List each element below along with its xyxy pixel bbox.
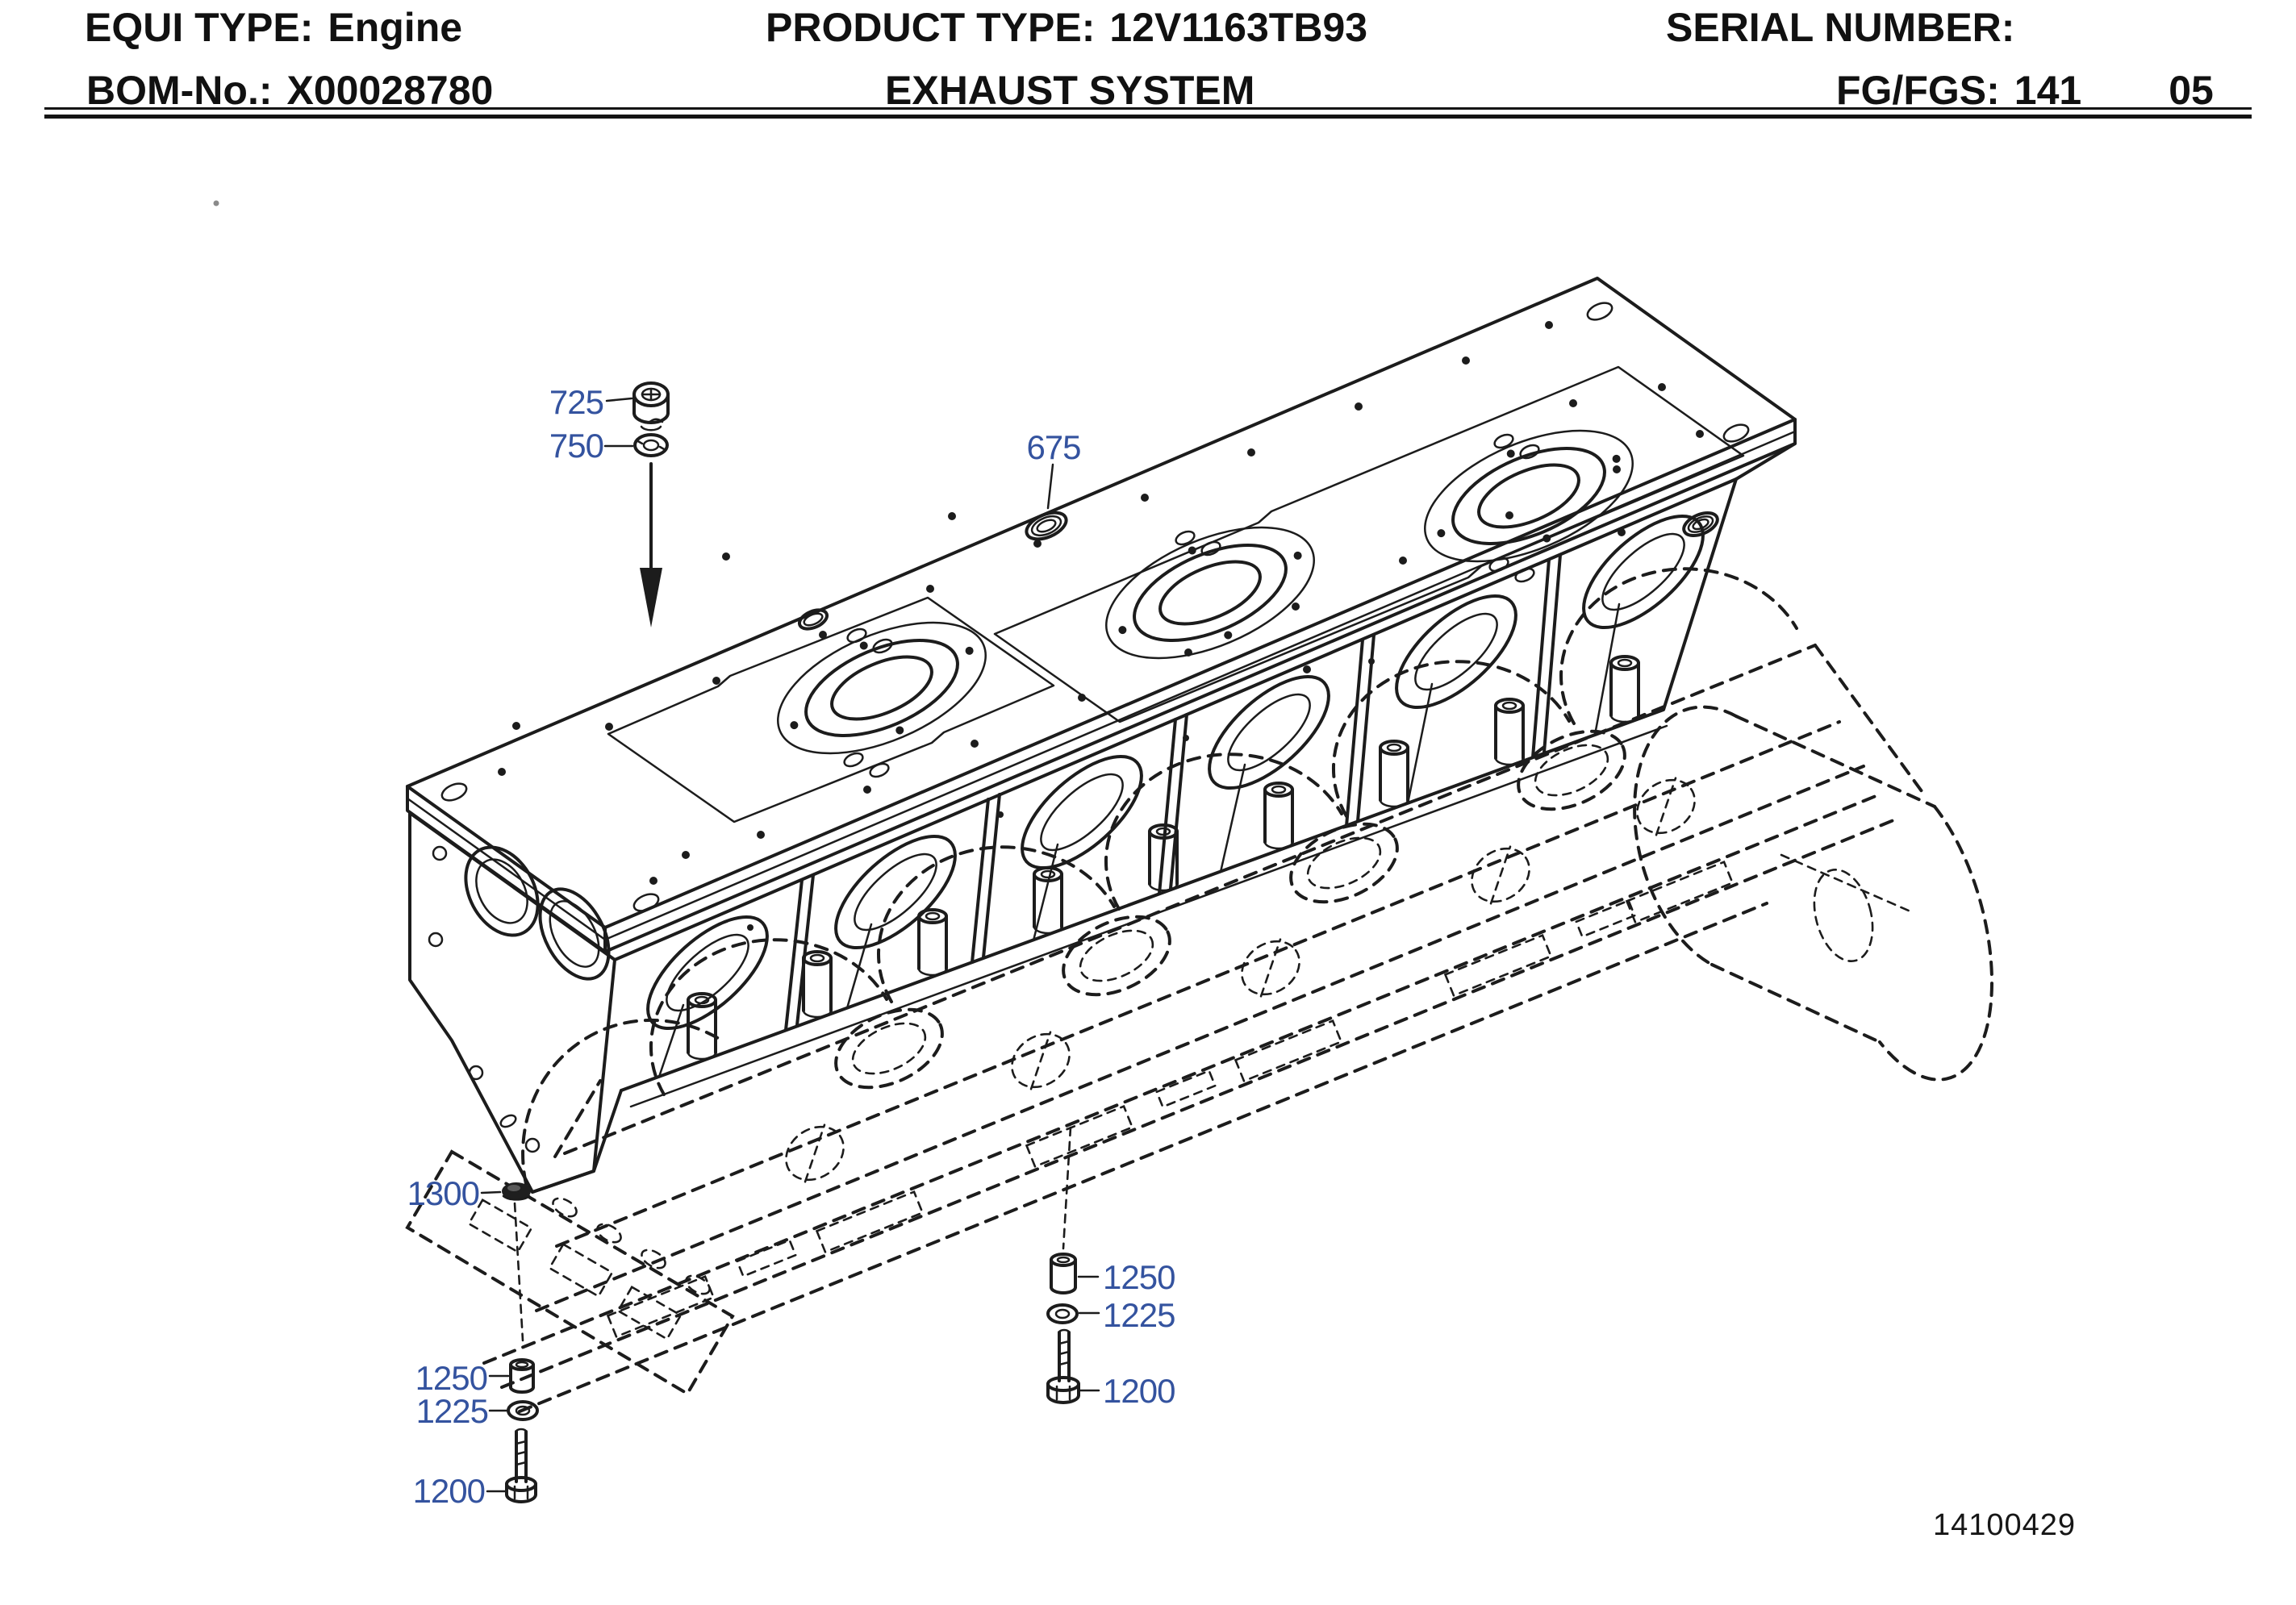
drawing-number: 14100429 [1933, 1508, 2077, 1542]
callout-1250-mid[interactable]: 1250 [1103, 1258, 1175, 1296]
equi-type: EQUI TYPE: Engine [85, 6, 462, 49]
fg-fgs-value: 141 [2014, 68, 2082, 113]
system-title: EXHAUST SYSTEM [885, 68, 1255, 113]
page-speck [213, 200, 219, 206]
callout-1200-mid[interactable]: 1200 [1103, 1372, 1175, 1410]
plug-part-725 [632, 381, 670, 431]
product-type: PRODUCT TYPE: 12V1163TB93 [766, 6, 1367, 49]
product-type-value: 12V1163TB93 [1109, 5, 1368, 50]
callout-725[interactable]: 725 [549, 383, 604, 421]
seal-ring-part-750 [633, 433, 669, 457]
header-divider-thin [44, 107, 2252, 110]
rail-mount-pads [606, 860, 1735, 1339]
header-divider-thick [44, 115, 2252, 119]
bom-number-label: BOM-No.: [86, 68, 273, 113]
serial-number-label: SERIAL NUMBER: [1666, 5, 2015, 50]
spacer-part-1250-mid [1050, 1253, 1077, 1294]
callout-1200-left[interactable]: 1200 [412, 1472, 486, 1510]
callout-1250-left[interactable]: 1250 [415, 1359, 488, 1397]
insert-arrow [640, 462, 662, 627]
mid-leader-dashed [1062, 1126, 1072, 1250]
callout-1300[interactable]: 1300 [407, 1174, 480, 1212]
bom-number-value: X00028780 [286, 68, 494, 113]
serial-number: SERIAL NUMBER: [1666, 6, 2029, 49]
callout-1225-left[interactable]: 1225 [415, 1392, 489, 1430]
spacer-part-1250-left [509, 1358, 535, 1394]
bom-number: BOM-No.: X00028780 [86, 69, 493, 112]
fg-fgs-label: FG/FGS: [1836, 68, 2000, 113]
cap-leader-dashed [513, 1202, 524, 1342]
sheet-number: 05 [2169, 68, 2214, 113]
bolt-part-1200-mid [1046, 1328, 1080, 1404]
callout-1225-mid[interactable]: 1225 [1103, 1296, 1175, 1334]
callout-675[interactable]: 675 [1026, 428, 1081, 466]
product-type-label: PRODUCT TYPE: [766, 5, 1096, 50]
equi-type-label: EQUI TYPE: [85, 5, 314, 50]
bolt-part-1200-left [505, 1428, 537, 1503]
callout-leader-lines [480, 397, 1100, 1493]
exhaust-manifold-hidden-drawing [405, 567, 1994, 1413]
callout-750[interactable]: 750 [549, 427, 604, 465]
vent-hole-675 [1025, 511, 1068, 541]
page-title: EXHAUST SYSTEM [885, 69, 1254, 112]
cap-part-1300 [502, 1182, 531, 1201]
washer-part-1225-mid [1046, 1303, 1079, 1324]
fg-fgs: FG/FGS: 141 05 [1836, 69, 2214, 112]
exhaust-housing-drawing [406, 277, 1797, 1194]
equi-type-value: Engine [328, 5, 463, 50]
